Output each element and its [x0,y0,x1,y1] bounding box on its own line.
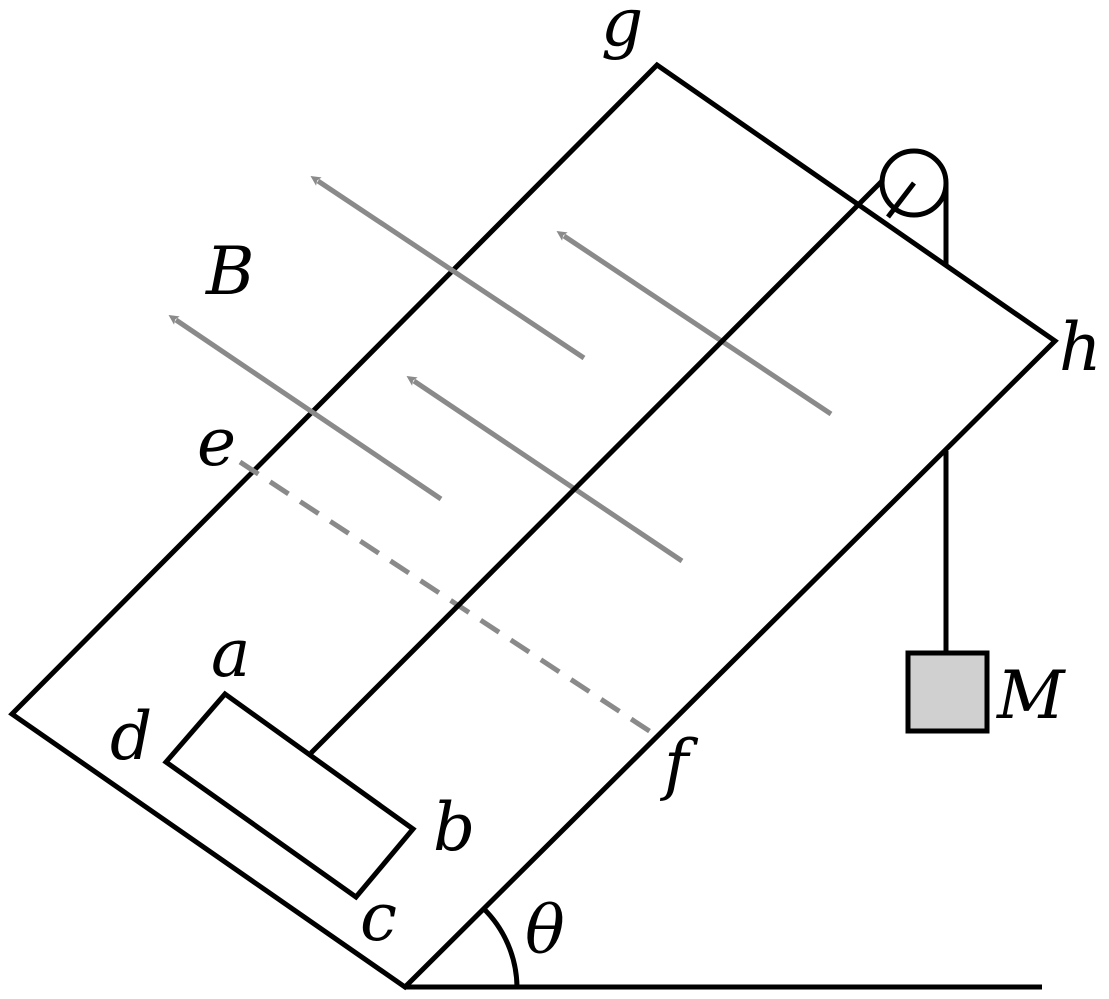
label-M: M [996,657,1066,734]
label-d: d [110,698,152,775]
label-e: e [197,404,236,481]
label-g: g [601,0,643,61]
coil-abcd [162,690,417,901]
string-along-incline [309,168,895,755]
angle-arc [481,906,520,988]
label-theta: θ [525,892,565,969]
field-arrow [168,314,443,502]
pulley-support [886,181,916,219]
field-arrow [406,375,684,564]
label-c: c [360,879,397,956]
label-h: h [1059,309,1102,386]
field-arrow [556,231,833,417]
magnetic-field-arrows [168,176,833,564]
label-b: b [433,789,475,866]
hanging-mass [905,650,990,734]
boundary-dashed-line-ef [238,459,662,741]
label-f: f [659,726,699,803]
incline-plane [8,61,1059,991]
field-arrow [310,176,586,361]
label-B: B [205,233,255,310]
label-a: a [211,615,250,692]
